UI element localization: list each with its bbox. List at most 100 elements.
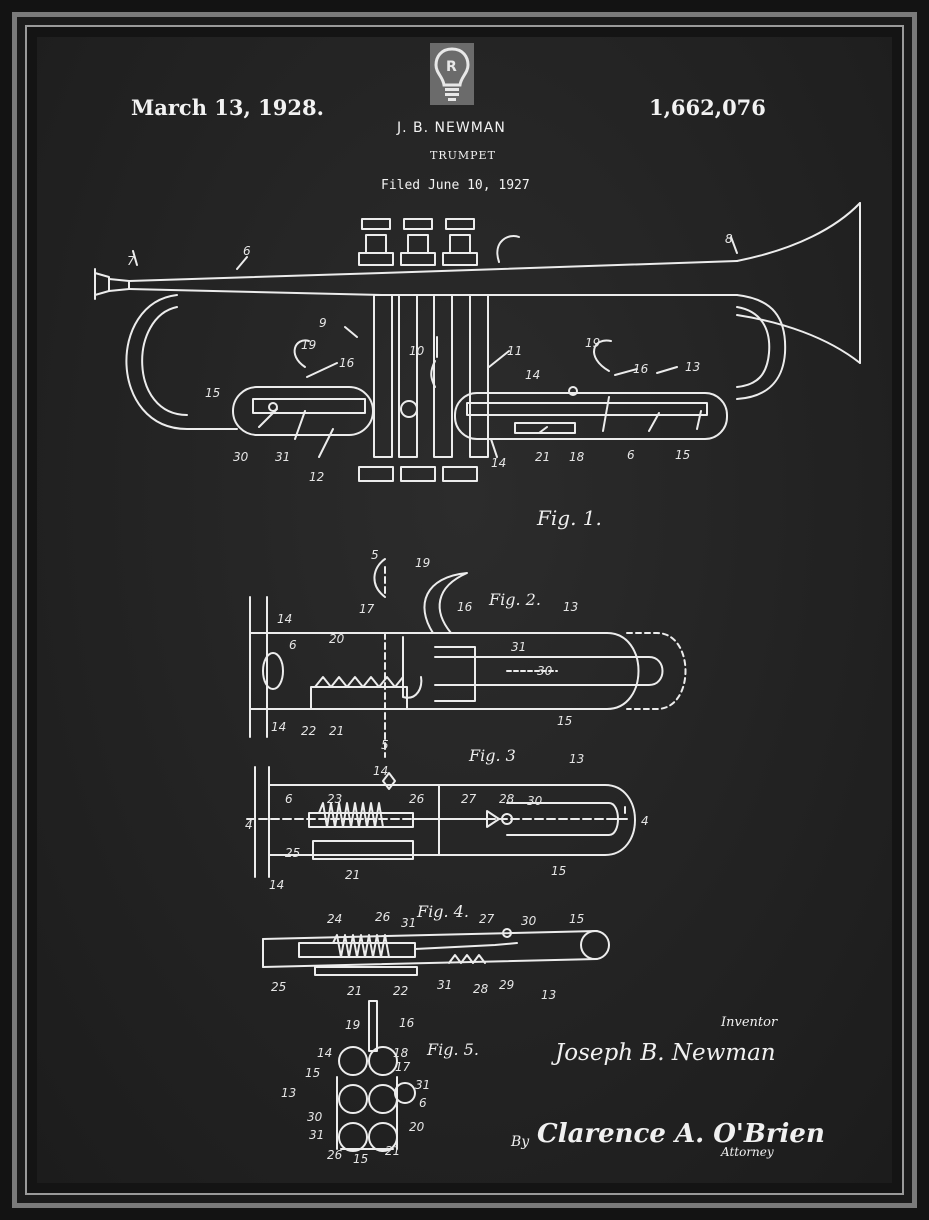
reference-numbers: 7 6 8 9 10 11 19 16 19 16 13 14 15 30 31… (127, 232, 733, 1166)
ref-number: 31 (401, 916, 416, 930)
fig5-drawing: Fig. 5. (336, 1000, 479, 1152)
patent-sheet: R March 13, 1928. 1,662,076 J. B. NEWMAN… (37, 37, 892, 1183)
ref-number: 13 (569, 752, 584, 766)
ref-number: 13 (281, 1086, 296, 1100)
patent-drawing: Fig. 1. Fig. 2. (94, 202, 861, 1166)
attorney-signature: Clarence A. O'Brien (537, 1119, 825, 1149)
ref-number: 28 (473, 982, 489, 996)
ref-number: 26 (409, 792, 425, 806)
ref-number: 22 (393, 984, 408, 998)
ref-number: 11 (507, 344, 522, 358)
fig1-label: Fig. 1. (536, 506, 602, 530)
ref-number: 31 (511, 640, 526, 654)
ref-number: 15 (305, 1066, 320, 1080)
ref-number: 25 (285, 846, 300, 860)
ref-number: 13 (685, 360, 700, 374)
ref-number: 15 (353, 1152, 368, 1166)
ref-number: 30 (527, 794, 543, 808)
ref-number: 30 (537, 664, 553, 678)
ref-number: 21 (329, 724, 344, 738)
ref-number: 31 (415, 1078, 430, 1092)
inventor-label: Inventor (721, 1015, 778, 1030)
fig5-label: Fig. 5. (426, 1040, 479, 1059)
patent-subject: TRUMPET (430, 149, 496, 162)
attorney-label: Attorney (721, 1145, 774, 1159)
ref-number: 15 (551, 864, 566, 878)
ref-number: 31 (275, 450, 290, 464)
ref-number: 31 (309, 1128, 324, 1142)
ref-number: 15 (205, 386, 220, 400)
ref-number: 16 (457, 600, 473, 614)
ref-number: 13 (541, 988, 556, 1002)
ref-number: 5 (371, 548, 379, 562)
ref-number: 14 (525, 368, 540, 382)
patent-number: 1,662,076 (649, 95, 766, 120)
ref-number: 16 (633, 362, 649, 376)
fig3-label: Fig. 3 (468, 746, 516, 765)
ref-number: 18 (393, 1046, 409, 1060)
svg-text:R: R (446, 59, 457, 75)
ref-number: 6 (289, 638, 297, 652)
ref-number: 12 (309, 470, 324, 484)
fig4-drawing: Fig. 4. (262, 902, 610, 976)
ref-number: 17 (359, 602, 375, 616)
ref-number: 6 (627, 448, 635, 462)
ref-number: 4 (641, 814, 649, 828)
ref-number: 21 (385, 1144, 400, 1158)
ref-number: 21 (535, 450, 550, 464)
ref-number: 30 (307, 1110, 323, 1124)
ref-number: 6 (285, 792, 293, 806)
ref-number: 6 (243, 244, 251, 258)
ref-number: 20 (409, 1120, 425, 1134)
lightbulb-r-logo-icon: R (430, 43, 474, 105)
ref-number: 16 (339, 356, 355, 370)
fig4-label: Fig. 4. (416, 902, 469, 921)
ref-number: 14 (271, 720, 286, 734)
ref-number: 19 (585, 336, 600, 350)
filed-date: Filed June 10, 1927 (381, 178, 530, 193)
ref-number: 18 (569, 450, 585, 464)
ref-number: 19 (301, 338, 316, 352)
ref-number: 30 (521, 914, 537, 928)
ref-number: 29 (499, 978, 514, 992)
fig1-trumpet-drawing: Fig. 1. (94, 202, 861, 530)
ref-number: 24 (327, 912, 342, 926)
inventor-name-header: J. B. NEWMAN (397, 120, 506, 136)
fig3-drawing: Fig. 3 (246, 746, 636, 878)
ref-number: 7 (127, 254, 135, 268)
fig2-drawing: Fig. 2. (249, 558, 687, 758)
ref-number: 15 (569, 912, 584, 926)
ref-number: 14 (317, 1046, 332, 1060)
patent-date: March 13, 1928. (131, 95, 324, 120)
ref-number: 4 (245, 818, 253, 832)
ref-number: 27 (461, 792, 477, 806)
ref-number: 14 (373, 764, 388, 778)
by-label: By (511, 1134, 530, 1150)
ref-number: 19 (345, 1018, 360, 1032)
ref-number: 21 (345, 868, 360, 882)
ref-number: 27 (479, 912, 495, 926)
ref-number: 6 (419, 1096, 427, 1110)
ref-number: 25 (271, 980, 286, 994)
ref-number: 21 (347, 984, 362, 998)
ref-number: 13 (563, 600, 578, 614)
ref-number: 26 (375, 910, 391, 924)
ref-number: 20 (329, 632, 345, 646)
ref-number: 28 (499, 792, 515, 806)
ref-number: 14 (269, 878, 284, 892)
fig2-label: Fig. 2. (488, 590, 541, 609)
ref-number: 14 (277, 612, 292, 626)
ref-number: 15 (675, 448, 690, 462)
ref-number: 5 (381, 738, 389, 752)
ref-number: 26 (327, 1148, 343, 1162)
ref-number: 10 (409, 344, 425, 358)
inventor-signature: Joseph B. Newman (555, 1040, 776, 1066)
ref-number: 30 (233, 450, 249, 464)
ref-number: 31 (437, 978, 452, 992)
ref-number: 8 (725, 232, 733, 246)
ref-number: 14 (491, 456, 506, 470)
ref-number: 15 (557, 714, 572, 728)
ref-number: 23 (327, 792, 342, 806)
ref-number: 22 (301, 724, 316, 738)
